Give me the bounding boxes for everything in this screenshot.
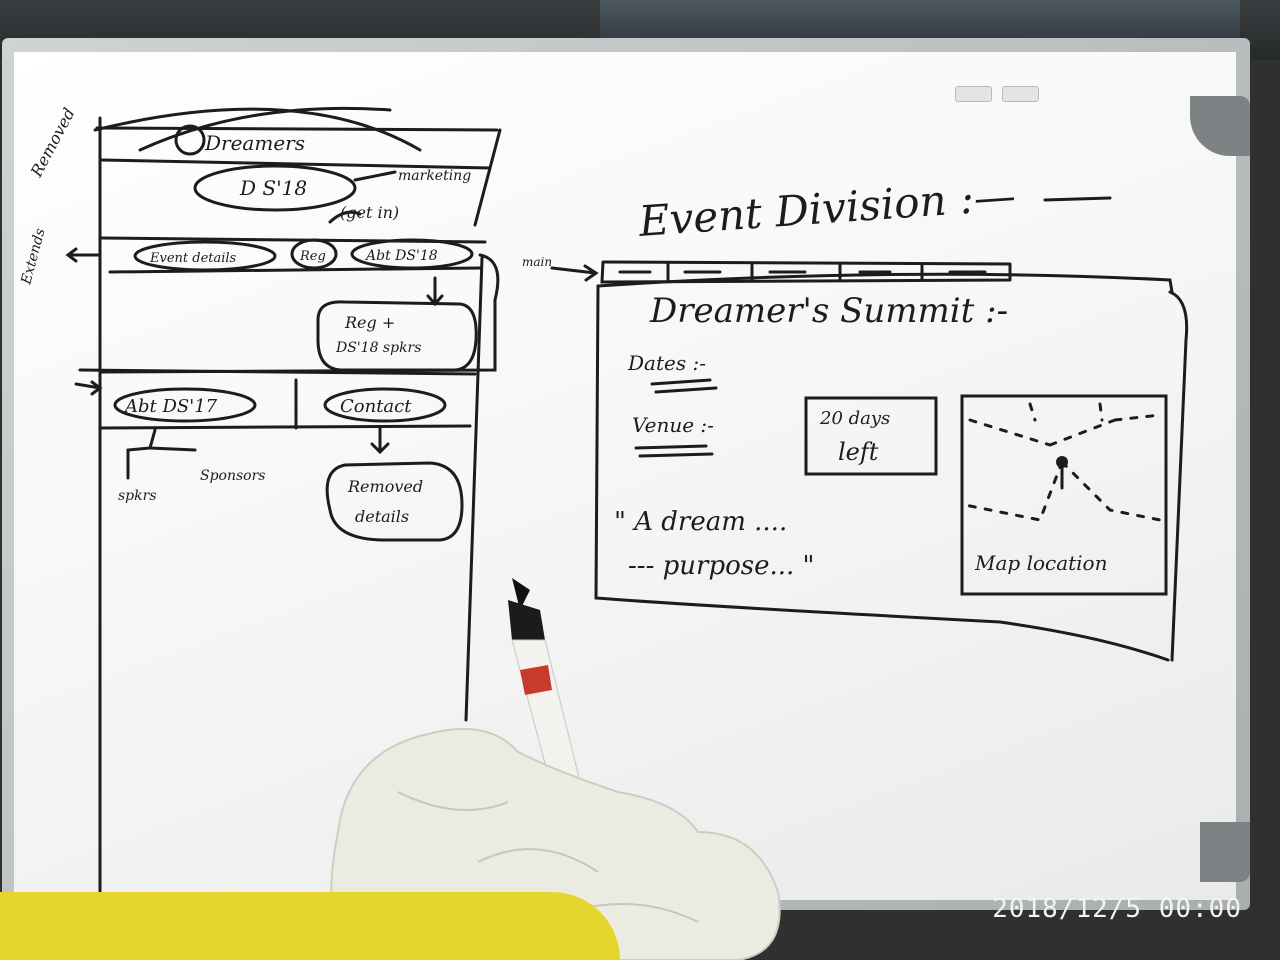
header-divider — [100, 158, 492, 170]
footer-nav-bottom — [98, 424, 472, 430]
page-right-edge — [464, 128, 502, 722]
main-arrow-label: main — [522, 255, 552, 269]
browser-bottom — [594, 596, 1170, 662]
logo-oval-text: D S'18 — [239, 176, 307, 200]
details-line2: details — [355, 507, 409, 526]
nav-oval-event — [133, 240, 277, 272]
tab-dividers — [666, 262, 924, 282]
reg-arrow — [426, 276, 444, 307]
nav-oval-about — [350, 238, 474, 270]
nav-about-18: Abt DS'18 — [364, 248, 438, 264]
whiteboard-surface — [14, 52, 1236, 900]
frame-clip — [1002, 86, 1039, 102]
marketing-label: marketing — [398, 168, 471, 184]
details-line1: Removed — [347, 477, 423, 496]
nav-event-details: Event details — [149, 251, 237, 266]
map-road — [963, 460, 1162, 522]
reg-box-line2: DS'18 spkrs — [335, 340, 421, 356]
map-label: Map location — [974, 551, 1107, 575]
browser-tabs — [600, 260, 1012, 284]
logo-scribble — [174, 124, 206, 156]
oval-about-17 — [113, 387, 257, 423]
frame-clip — [955, 86, 992, 102]
reg-box — [316, 300, 478, 372]
browser-top — [596, 272, 1174, 294]
contact-arrow — [370, 426, 390, 455]
extends-arrow — [65, 247, 102, 263]
nav-reg: Reg — [299, 249, 326, 264]
main-arrow — [550, 264, 599, 282]
countdown-left: left — [838, 438, 879, 466]
logo-oval — [193, 164, 357, 212]
quote-line1: " A dream .... — [614, 507, 787, 537]
nav-oval-reg — [290, 238, 338, 270]
footer-contact: Contact — [340, 396, 412, 417]
map-pin — [1056, 456, 1068, 468]
oval-contact — [323, 387, 447, 423]
timestamp: 2018/12/5 00:00 — [992, 894, 1242, 924]
dates-lines — [650, 378, 718, 394]
struck-header-text: Dreamers — [204, 131, 305, 155]
venue-lines — [634, 444, 714, 458]
venue-label: Venue :- — [632, 413, 714, 437]
footer-nav-top — [78, 368, 477, 376]
browser-left — [594, 284, 600, 600]
event-division-heading: Event Division :— — [636, 171, 1017, 246]
footer-about-17: Abt DS'17 — [123, 396, 218, 417]
map-road — [1028, 402, 1104, 422]
heading-dash — [1043, 196, 1112, 202]
loop-arrow — [74, 380, 103, 396]
spkrs-bracket — [126, 428, 197, 480]
marketing-arrow — [353, 170, 397, 182]
loop-line — [98, 253, 500, 382]
spkrs-label: spkrs — [118, 488, 157, 504]
removed-label: Removed — [26, 105, 78, 181]
details-box — [325, 461, 464, 542]
browser-right — [1168, 290, 1189, 662]
strike-through — [93, 106, 422, 152]
map-road — [968, 413, 1162, 447]
getin-label: (get in) — [340, 203, 399, 222]
extends-label: Extends — [18, 227, 49, 287]
countdown-days: 20 days — [819, 408, 890, 429]
quote-line2: --- purpose... " — [628, 551, 814, 581]
sponsors-label: Sponsors — [200, 468, 266, 484]
map-box — [960, 394, 1168, 596]
reg-box-line1: Reg + — [344, 313, 395, 332]
countdown-box — [804, 396, 938, 476]
yellow-object — [0, 892, 620, 960]
summit-title: Dreamer's Summit :- — [649, 291, 1008, 331]
getin-curve — [328, 210, 362, 224]
frame-corner — [1200, 822, 1250, 882]
header-line — [95, 126, 499, 132]
dates-label: Dates :- — [627, 351, 706, 375]
